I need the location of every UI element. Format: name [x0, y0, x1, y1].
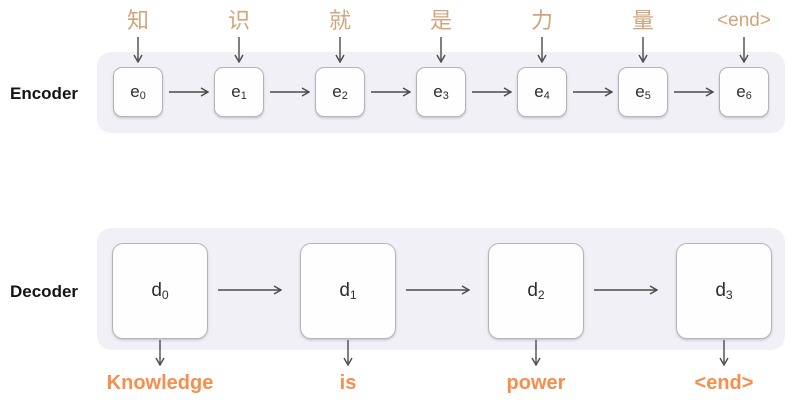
state-index: 3 — [725, 287, 733, 302]
state-name: e — [231, 82, 241, 101]
decoder-unit: d2 power — [476, 0, 596, 407]
encoder-input-token: <end> — [717, 10, 771, 31]
encoder-input-token: 量 — [631, 8, 654, 33]
decoder-unit: d1 is — [288, 0, 408, 407]
down-arrow — [435, 37, 447, 63]
right-arrow — [218, 285, 282, 295]
right-arrow — [169, 87, 209, 97]
right-arrow — [270, 87, 310, 97]
encoder-state-box: e2 — [315, 67, 365, 117]
down-arrow — [342, 340, 354, 366]
encoder-state-box: e0 — [113, 67, 163, 117]
encoder-state-box: e5 — [618, 67, 668, 117]
encoder-input-token: 力 — [530, 8, 553, 33]
state-index: 5 — [644, 90, 651, 103]
encoder-unit: 力 e4 — [492, 0, 592, 140]
down-arrow — [334, 37, 346, 63]
encoder-unit: 是 e3 — [391, 0, 491, 140]
state-index: 0 — [139, 90, 146, 103]
state-name: d — [151, 280, 162, 301]
decoder-output-token: Knowledge — [106, 372, 214, 394]
state-name: e — [433, 82, 443, 101]
down-arrow — [132, 37, 144, 63]
encoder-unit: <end> e6 — [694, 0, 794, 140]
state-name: e — [635, 82, 645, 101]
decoder-label: Decoder — [10, 282, 79, 301]
encoder-state-box: e1 — [214, 67, 264, 117]
down-arrow — [154, 340, 166, 366]
decoder-output-token: power — [506, 372, 566, 394]
state-name: e — [534, 82, 544, 101]
decoder-output-token: is — [339, 372, 357, 394]
decoder-unit: d3 <end> — [664, 0, 784, 407]
decoder-state-box: d1 — [300, 243, 396, 339]
state-name: d — [339, 280, 350, 301]
decoder-state-box: d2 — [488, 243, 584, 339]
encoder-input-token: 就 — [328, 8, 351, 33]
right-arrow — [472, 87, 512, 97]
state-index: 1 — [349, 287, 357, 302]
right-arrow — [406, 285, 470, 295]
down-arrow — [738, 37, 750, 63]
down-arrow — [637, 37, 649, 63]
state-name: d — [527, 280, 538, 301]
decoder-unit: d0 Knowledge — [100, 0, 220, 407]
encoder-unit: 识 e1 — [189, 0, 289, 140]
encoder-state-box: e4 — [517, 67, 567, 117]
state-index: 2 — [537, 287, 545, 302]
state-name: e — [130, 82, 140, 101]
down-arrow — [530, 340, 542, 366]
encoder-input-token: 知 — [126, 8, 149, 33]
decoder-output-token: <end> — [694, 372, 754, 394]
encoder-input-token: 识 — [227, 8, 250, 33]
encoder-label: Encoder — [10, 84, 79, 103]
state-name: e — [736, 82, 746, 101]
state-index: 4 — [543, 90, 550, 103]
state-index: 2 — [341, 90, 348, 103]
decoder-state-box: d3 — [676, 243, 772, 339]
decoder-panel — [97, 228, 785, 350]
right-arrow — [371, 87, 411, 97]
down-arrow — [718, 340, 730, 366]
down-arrow — [536, 37, 548, 63]
right-arrow — [594, 285, 658, 295]
state-name: e — [332, 82, 342, 101]
state-index: 6 — [745, 90, 752, 103]
encoder-unit: 知 e0 — [88, 0, 188, 140]
state-index: 3 — [442, 90, 449, 103]
down-arrow — [233, 37, 245, 63]
right-arrow — [674, 87, 714, 97]
decoder-state-box: d0 — [112, 243, 208, 339]
encoder-state-box: e3 — [416, 67, 466, 117]
encoder-unit: 就 e2 — [290, 0, 390, 140]
encoder-input-token: 是 — [429, 8, 452, 33]
state-index: 1 — [240, 90, 247, 103]
encoder-state-box: e6 — [719, 67, 769, 117]
encoder-unit: 量 e5 — [593, 0, 693, 140]
right-arrow — [573, 87, 613, 97]
state-name: d — [715, 280, 726, 301]
state-index: 0 — [161, 287, 169, 302]
